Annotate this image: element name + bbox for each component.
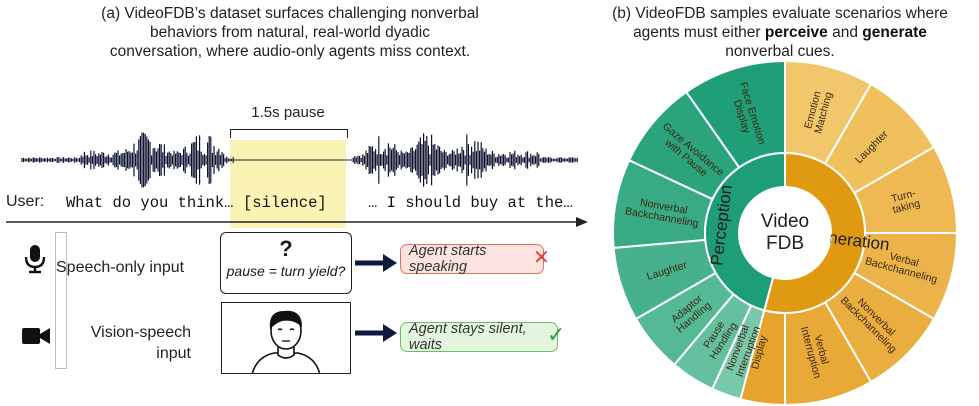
agent-speaking-bubble: Agent starts speaking xyxy=(400,243,544,275)
person-illustration xyxy=(251,310,321,373)
check-icon: ✓ xyxy=(547,322,566,347)
input-group-box xyxy=(55,232,67,369)
left-caption: (a) VideoFDB’s dataset surfaces challeng… xyxy=(30,4,550,61)
right-caption-line: agents must either perceive and generate xyxy=(584,23,976,42)
audio-waveform xyxy=(21,132,578,188)
user-label: User: xyxy=(6,193,45,210)
question-text: pause = turn yield? xyxy=(226,263,346,279)
center-label-line2: FDB xyxy=(766,233,804,254)
agent-silent-bubble: Agent stays silent, waits xyxy=(400,321,558,353)
microphone-icon xyxy=(24,245,46,274)
caption-generate: generate xyxy=(862,24,927,41)
caption-perceive: perceive xyxy=(764,24,828,41)
caption-text: and xyxy=(827,24,863,41)
utterance-before-pause: What do you think… xyxy=(66,194,234,212)
pause-bracket xyxy=(230,129,348,138)
arrow-to-speaking xyxy=(355,254,397,272)
cross-icon: ✕ xyxy=(533,247,550,269)
video-camera-icon xyxy=(22,328,50,344)
left-caption-line: behaviors from natural, real-world dyadi… xyxy=(150,24,430,41)
utterance-after-pause: … I should buy at the… xyxy=(368,194,573,212)
right-caption-line: nonverbal cues. xyxy=(725,43,835,60)
pause-label: 1.5s pause xyxy=(251,104,325,121)
caption-text: agents must either xyxy=(633,24,765,41)
utterance-silence: [silence] xyxy=(243,194,327,212)
vision-speech-label-line1: Vision-speech xyxy=(90,324,191,341)
question-box: ? pause = turn yield? xyxy=(220,232,352,294)
arrow-to-silent xyxy=(355,324,397,342)
pause-highlight xyxy=(230,140,346,228)
sunburst-center xyxy=(739,187,831,279)
left-caption-line: conversation, where audio-only agents mi… xyxy=(109,43,471,60)
video-frame xyxy=(221,302,351,374)
speech-only-label: Speech-only input xyxy=(56,259,185,276)
right-caption-line: (b) VideoFDB samples evaluate scenarios … xyxy=(612,5,948,22)
left-caption-line: (a) VideoFDB’s dataset surfaces challeng… xyxy=(101,5,479,22)
question-mark: ? xyxy=(279,236,293,261)
sunburst-chart: EmotionMatchingLaughterTurn-takingVerbal… xyxy=(612,59,959,406)
right-caption: (b) VideoFDB samples evaluate scenarios … xyxy=(584,4,976,61)
center-label-line1: Video xyxy=(761,211,809,232)
vision-speech-label-line2: input xyxy=(156,345,191,362)
timeline-arrow xyxy=(6,217,588,227)
